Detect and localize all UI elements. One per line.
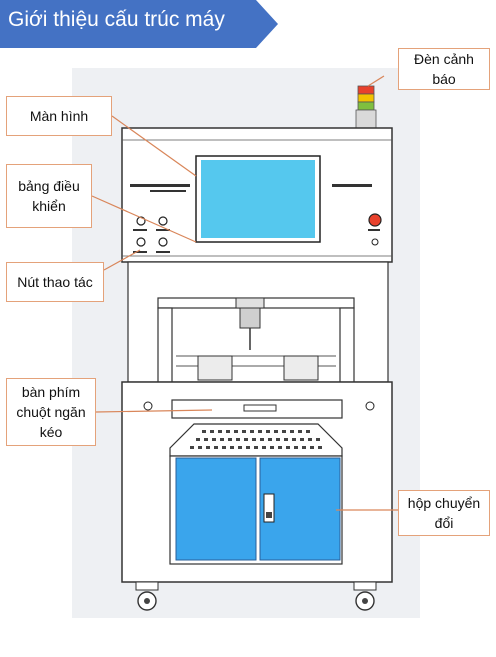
spindle-head <box>235 297 265 350</box>
label-operation-buttons: Nút thao tác <box>6 262 104 302</box>
keyboard-drawer <box>143 399 375 419</box>
leader-lines <box>91 75 398 511</box>
label-warning-light: Đèn cảnh báo <box>398 48 490 90</box>
caster-wheels <box>135 581 377 611</box>
operation-buttons <box>133 216 170 253</box>
warning-lamp-icon <box>355 85 377 129</box>
label-converter-box: hộp chuyển đổi <box>398 490 490 536</box>
cabinet-doors <box>169 455 343 565</box>
panel-labels <box>130 184 372 192</box>
label-screen: Màn hình <box>6 96 112 136</box>
work-area-frame <box>127 261 389 383</box>
page-title: Giới thiệu cấu trúc máy <box>8 8 225 31</box>
banner-arrow-shape <box>0 0 278 48</box>
work-fixtures <box>197 355 319 381</box>
emergency-stop-icon <box>368 213 382 246</box>
vent-panel <box>169 423 343 457</box>
title-banner: Giới thiệu cấu trúc máy <box>0 0 278 48</box>
monitor-screen <box>195 155 321 243</box>
label-control-panel: bảng điều khiển <box>6 164 92 228</box>
label-keyboard-drawer: bàn phím chuột ngăn kéo <box>6 378 96 446</box>
